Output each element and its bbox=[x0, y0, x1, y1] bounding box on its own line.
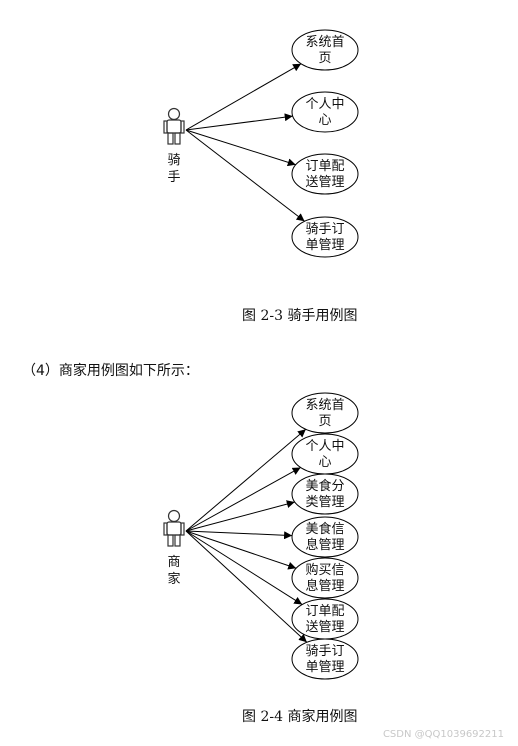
use-case-label: 美食信息管理 bbox=[305, 521, 344, 553]
use-case-label: 美食分类管理 bbox=[305, 478, 344, 510]
use-case: 个人中心 bbox=[291, 91, 359, 133]
use-case: 骑手订单管理 bbox=[291, 216, 359, 258]
use-case: 订单配送管理 bbox=[291, 598, 359, 640]
association-arrow bbox=[185, 129, 296, 167]
actor-name: 骑手 bbox=[167, 153, 180, 185]
use-case-ellipse bbox=[291, 216, 359, 258]
use-case: 系统首页 bbox=[291, 29, 359, 71]
use-case-label: 骑手订单管理 bbox=[305, 644, 344, 675]
use-case-ellipse bbox=[291, 91, 359, 133]
use-case: 美食信息管理 bbox=[291, 516, 359, 558]
association-arrow bbox=[185, 530, 303, 605]
use-case: 系统首页 bbox=[291, 392, 359, 434]
use-case-ellipse bbox=[291, 473, 359, 515]
association-arrow bbox=[185, 113, 293, 131]
use-case-label: 骑手订单管理 bbox=[305, 222, 344, 253]
association-arrow bbox=[185, 530, 293, 540]
use-case-label: 个人中心 bbox=[305, 97, 344, 128]
merchant-diagram-caption: 图 2-4 商家用例图 bbox=[242, 709, 358, 725]
association-arrow bbox=[185, 530, 308, 643]
use-case-label: 系统首页 bbox=[305, 398, 344, 429]
actor-icon bbox=[163, 107, 185, 145]
use-case-label: 购买信息管理 bbox=[305, 562, 344, 594]
csdn-watermark: CSDN @QQ1039692211 bbox=[382, 729, 504, 740]
use-case-ellipse bbox=[291, 29, 359, 71]
rider-diagram-caption: 图 2-3 骑手用例图 bbox=[242, 308, 358, 324]
use-case-ellipse bbox=[291, 392, 359, 434]
association-arrow bbox=[185, 530, 297, 570]
use-case-label: 系统首页 bbox=[305, 35, 344, 66]
association-arrow bbox=[185, 63, 302, 131]
use-case-ellipse bbox=[291, 638, 359, 680]
association-arrow bbox=[185, 500, 295, 532]
actor-icon bbox=[163, 509, 185, 547]
use-case-label: 个人中心 bbox=[305, 439, 344, 470]
association-arrow bbox=[185, 467, 301, 532]
merchant-section-intro: （4）商家用例图如下所示： bbox=[22, 363, 199, 379]
association-arrow bbox=[185, 129, 305, 222]
use-case-ellipse bbox=[291, 153, 359, 195]
use-case-label: 订单配送管理 bbox=[305, 604, 344, 635]
use-case: 美食分类管理 bbox=[291, 473, 359, 515]
use-case: 购买信息管理 bbox=[291, 557, 359, 599]
use-case: 订单配送管理 bbox=[291, 153, 359, 195]
association-arrow bbox=[185, 428, 307, 532]
use-case-label: 订单配送管理 bbox=[305, 159, 344, 190]
use-case: 骑手订单管理 bbox=[291, 638, 359, 680]
use-case: 个人中心 bbox=[291, 433, 359, 475]
use-case-ellipse bbox=[291, 557, 359, 599]
actor-name: 商家 bbox=[167, 555, 180, 587]
